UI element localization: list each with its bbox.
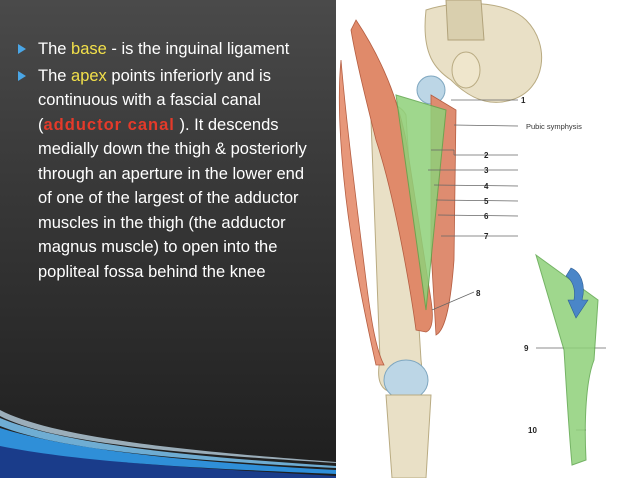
bullet-text: points inferiorly and is continuous with…: [38, 66, 271, 134]
label-1: 1: [521, 96, 526, 105]
label-pubic-symphysis: Pubic symphysis: [526, 122, 582, 131]
adductor-canal-inset: [535, 253, 599, 466]
label-3: 3: [484, 166, 489, 175]
canal-arrow-icon: [565, 267, 589, 319]
label-2: 2: [484, 151, 489, 160]
bullet-apex: The apex points inferiorly and is contin…: [16, 64, 316, 285]
bullet-text: The: [38, 66, 72, 85]
femoral-triangle-figure: 1 Pubic symphysis 2 3 4 5 6 7 8 9 10: [338, 0, 606, 478]
muscle-sartorius: [350, 19, 433, 333]
spine-bone: [445, 0, 485, 41]
label-7: 7: [484, 232, 489, 241]
label-8: 8: [476, 289, 481, 298]
bullet-arrow-icon: [18, 70, 26, 81]
femoral-triangle: [395, 94, 447, 311]
tibia-bone: [385, 394, 432, 478]
bullet-list: The base - is the inguinal ligament The …: [16, 37, 316, 286]
label-10: 10: [528, 426, 537, 435]
sacrum-bone: [451, 51, 481, 89]
bullet-arrow-icon: [18, 44, 26, 54]
highlight-base: base: [71, 40, 107, 58]
label-5: 5: [484, 197, 489, 206]
knee-patella: [383, 359, 429, 401]
bullet-text: The: [38, 40, 72, 58]
highlight-adductor-canal: adductor canal: [43, 115, 175, 134]
bullet-text: ). It descends medially down the thigh &…: [38, 115, 307, 281]
text-panel: The base - is the inguinal ligament The …: [0, 0, 336, 478]
decorative-swoosh: [0, 410, 336, 478]
muscle-thigh-lateral: [338, 59, 385, 366]
label-6: 6: [484, 212, 489, 221]
bullet-text: - is the inguinal ligament: [106, 40, 290, 58]
leader-lines: [428, 99, 606, 431]
highlight-apex: apex: [71, 66, 107, 85]
label-9: 9: [524, 344, 529, 353]
label-4: 4: [484, 182, 489, 191]
bullet-base: The base - is the inguinal ligament: [16, 37, 316, 62]
